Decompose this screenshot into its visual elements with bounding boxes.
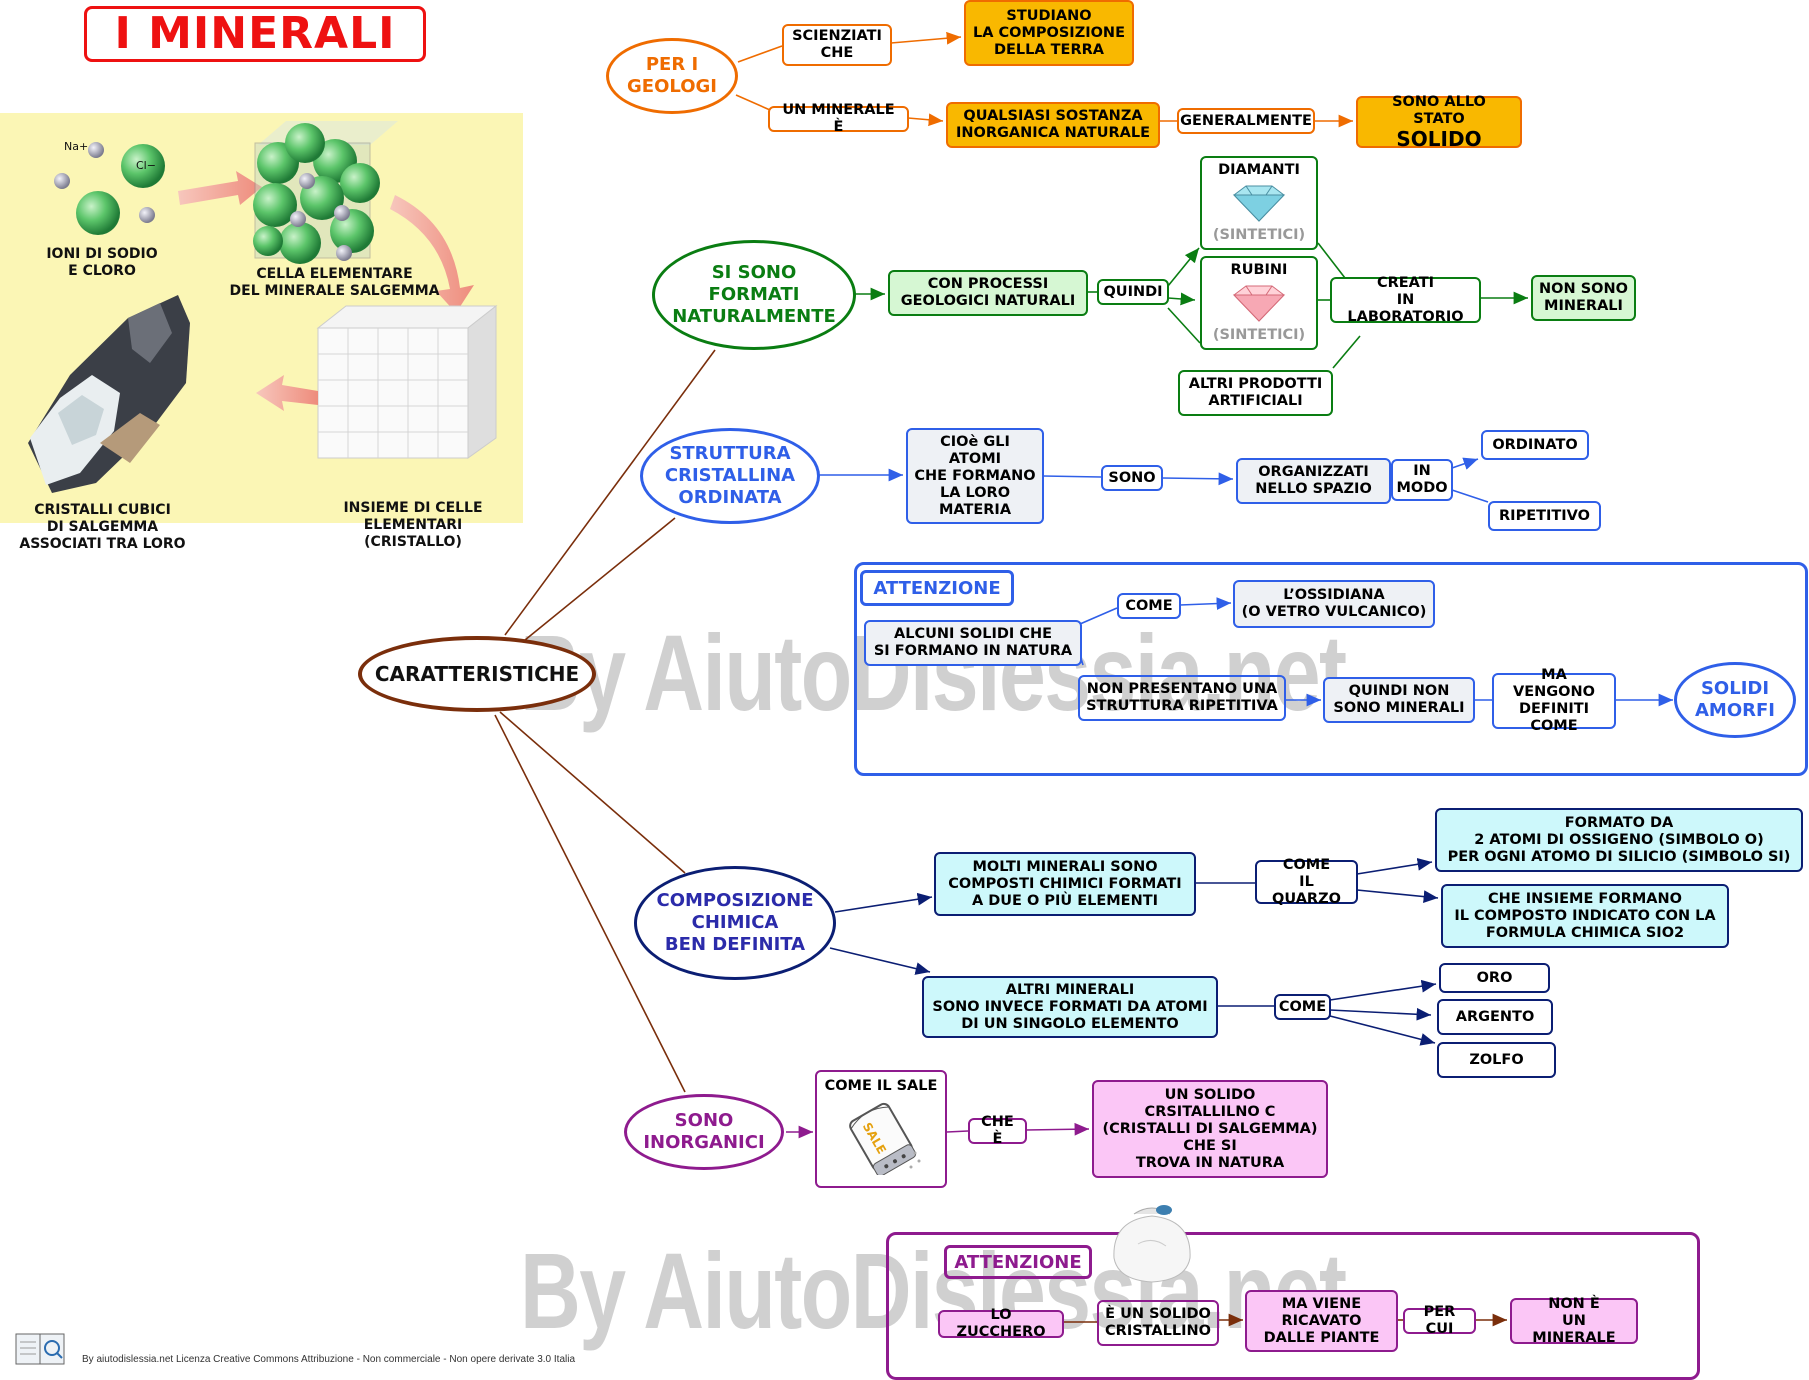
- attenzione-frame: [886, 1232, 1700, 1380]
- rubini-box: RUBINI (SINTETICI): [1200, 256, 1318, 350]
- sono-box: SONO: [1101, 465, 1163, 491]
- sintetici-label: (SINTETICI): [1212, 227, 1306, 243]
- diamanti-box: DIAMANTI (SINTETICI): [1200, 156, 1318, 250]
- diamanti-label: DIAMANTI: [1218, 162, 1300, 178]
- book-logo-icon: [15, 1333, 65, 1365]
- scienziati-box: SCIENZIATI CHE: [782, 24, 892, 66]
- sintetici-label: (SINTETICI): [1212, 327, 1306, 343]
- minerale-e-box: UN MINERALE È: [768, 102, 909, 135]
- geologi-node: PER I GEOLOGI: [606, 38, 738, 114]
- oro-box: ORO: [1439, 963, 1550, 993]
- molti-minerali-box: MOLTI MINERALI SONO COMPOSTI CHIMICI FOR…: [934, 852, 1196, 916]
- attenzione-frame: [854, 562, 1808, 776]
- non-sono-minerali-box: NON SONO MINERALI: [1531, 275, 1636, 321]
- processi-box: CON PROCESSI GEOLOGICI NATURALI: [888, 270, 1088, 316]
- zolfo-box: ZOLFO: [1437, 1042, 1556, 1078]
- formati-node: SI SONO FORMATI NATURALMENTE: [652, 240, 856, 350]
- argento-box: ARGENTO: [1437, 999, 1553, 1035]
- center-node: CARATTERISTICHE: [358, 636, 596, 712]
- non-presentano-box: NON PRESENTANO UNA STRUTTURA RIPETITIVA: [1078, 675, 1286, 721]
- come-box: COME: [1117, 593, 1181, 619]
- come-sale-box: COME IL SALE SALE: [815, 1070, 947, 1188]
- creati-box: CREATI IN LABORATORIO: [1330, 275, 1481, 325]
- rock-label: CRISTALLI CUBICI DI SALGEMMA ASSOCIATI T…: [19, 502, 186, 552]
- ions-label: IONI DI SODIO E CLORO: [46, 246, 158, 279]
- ordinato-box: ORDINATO: [1481, 430, 1589, 460]
- come-sale-label: COME IL SALE: [824, 1078, 938, 1094]
- altri-minerali-box: ALTRI MINERALI SONO INVECE FORMATI DA AT…: [922, 976, 1218, 1038]
- cube-icon: [316, 304, 498, 459]
- unit-cell-icon: [253, 121, 398, 264]
- che-e-box: CHE È: [968, 1114, 1027, 1147]
- ma-vengono-box: MA VENGONO DEFINITI COME: [1492, 667, 1616, 734]
- non-minerale-box: NON È UN MINERALE: [1510, 1296, 1638, 1346]
- rock-icon: [28, 295, 190, 493]
- zucchero-box: LO ZUCCHERO: [938, 1307, 1064, 1340]
- sugar-bowl-icon: [1113, 1205, 1191, 1283]
- footer-license: By aiutodislessia.net Licenza Creative C…: [82, 1354, 576, 1365]
- studiano-box: STUDIANO LA COMPOSIZIONE DELLA TERRA: [964, 0, 1134, 66]
- solido-box: SONO ALLO STATO SOLIDO: [1356, 94, 1522, 151]
- per-cui-box: PER CUI: [1403, 1304, 1476, 1337]
- cl-label: Cl−: [136, 159, 156, 172]
- cioe-box: CIOè GLI ATOMI CHE FORMANO LA LORO MATER…: [906, 428, 1044, 524]
- diamond-icon: [1232, 185, 1286, 222]
- quindi-box: QUINDI: [1097, 279, 1169, 305]
- solido-box-top: SONO ALLO STATO: [1392, 94, 1486, 127]
- altri-prodotti-box: ALTRI PRODOTTI ARTIFICIALI: [1178, 370, 1333, 416]
- solido-cristallino-box: UN SOLIDO CRSITALLILNO C (CRISTALLI DI S…: [1092, 1080, 1328, 1178]
- come-box: COME: [1274, 994, 1331, 1020]
- sostanza-box: QUALSIASI SOSTANZA INORGANICA NATURALE: [946, 102, 1160, 148]
- ions-icon: [54, 142, 165, 235]
- ricavato-box: MA VIENE RICAVATO DALLE PIANTE: [1245, 1290, 1398, 1352]
- alcuni-solidi-box: ALCUNI SOLIDI CHE SI FORMANO IN NATURA: [864, 620, 1082, 666]
- salt-shaker-icon: [849, 1102, 921, 1175]
- arrow-icon: [390, 195, 474, 313]
- quindi-non-box: QUINDI NON SONO MINERALI: [1323, 677, 1475, 723]
- attenzione-tag: ATTENZIONE: [944, 1245, 1092, 1279]
- arrow-icon: [256, 375, 318, 411]
- come-quarzo-box: COME IL QUARZO: [1255, 857, 1358, 907]
- composizione-node: COMPOSIZIONE CHIMICA BEN DEFINITA: [634, 866, 836, 980]
- ossidiana-box: L’OSSIDIANA (O VETRO VULCANICO): [1233, 580, 1435, 628]
- ruby-icon: [1232, 285, 1286, 322]
- cell-label: CELLA ELEMENTARE DEL MINERALE SALGEMMA: [229, 266, 440, 299]
- inorganici-node: SONO INORGANICI: [624, 1094, 784, 1170]
- crystal-label: INSIEME DI CELLE ELEMENTARI (CRISTALLO): [343, 500, 483, 550]
- solido-box-big: SOLIDO: [1396, 127, 1482, 151]
- crystal-illustration: [28, 121, 498, 493]
- struttura-node: STRUTTURA CRISTALLINA ORDINATA: [640, 428, 820, 524]
- organizzati-box: ORGANIZZATI NELLO SPAZIO: [1236, 458, 1391, 504]
- arrow-icon: [178, 171, 262, 205]
- rubini-label: RUBINI: [1230, 262, 1288, 278]
- page-title: I MINERALI: [84, 6, 426, 62]
- insieme-box: CHE INSIEME FORMANO IL COMPOSTO INDICATO…: [1441, 884, 1729, 948]
- formato-box: FORMATO DA 2 ATOMI DI OSSIGENO (SIMBOLO …: [1435, 808, 1803, 872]
- solidi-amorfi-node: SOLIDI AMORFI: [1674, 662, 1796, 738]
- attenzione-tag: ATTENZIONE: [860, 570, 1014, 606]
- solido-cristallino-sugar-box: È UN SOLIDO CRISTALLINO: [1097, 1300, 1219, 1346]
- generalmente-box: GENERALMENTE: [1177, 108, 1315, 134]
- in-modo-box: IN MODO: [1391, 459, 1453, 501]
- na-label: Na+: [64, 140, 89, 153]
- watermark: By AiutoDislessia.net: [520, 1230, 1347, 1351]
- ripetitivo-box: RIPETITIVO: [1488, 501, 1601, 531]
